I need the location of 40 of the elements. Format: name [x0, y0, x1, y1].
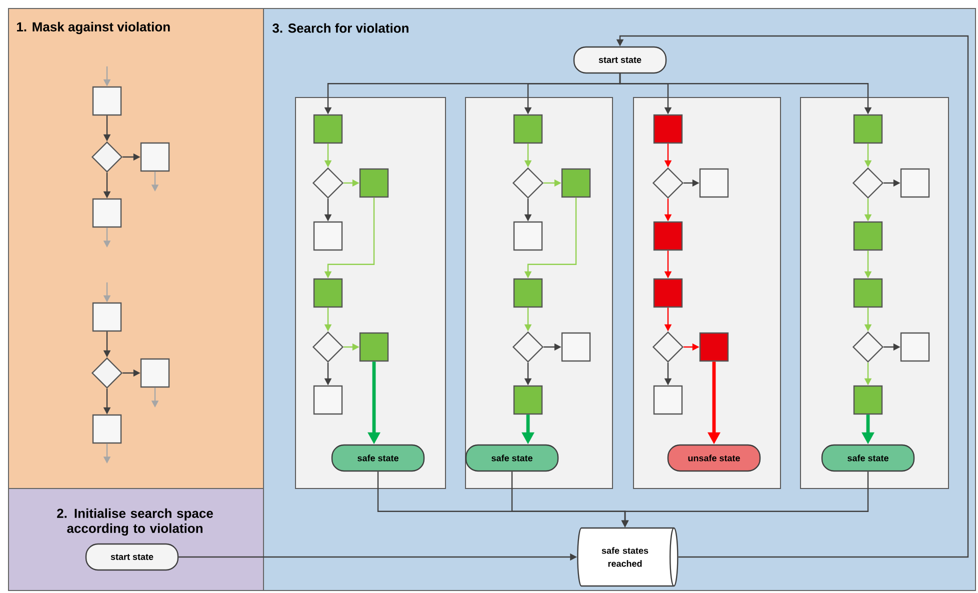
process-box: [900, 168, 930, 198]
process-box: [313, 278, 343, 308]
state-terminal: unsafe state: [667, 444, 761, 472]
process-box: [853, 221, 883, 251]
process-box: [513, 114, 543, 144]
process-box: [699, 168, 729, 198]
process-box: [561, 332, 591, 362]
process-box: [900, 332, 930, 362]
process-box: [653, 385, 683, 415]
panel-heading: 3. Search for violation: [272, 23, 408, 33]
process-box: [513, 278, 543, 308]
process-box: [140, 142, 170, 172]
state-terminal: safe state: [465, 444, 559, 472]
state-terminal: start state: [85, 543, 179, 571]
process-box: [853, 114, 883, 144]
process-box: [653, 221, 683, 251]
process-box: [653, 278, 683, 308]
process-box: [92, 302, 122, 332]
process-box: [513, 221, 543, 251]
process-box: [313, 114, 343, 144]
process-box: [699, 332, 729, 362]
process-box: [561, 168, 591, 198]
process-box: [853, 385, 883, 415]
panel-heading: 1. Mask against violation: [17, 22, 170, 34]
process-box: [92, 414, 122, 444]
process-box: [92, 198, 122, 228]
process-box: [313, 221, 343, 251]
process-box: [359, 168, 389, 198]
state-terminal: safe state: [821, 444, 915, 472]
panel-heading: 2. Initialise search space according to violation: [57, 508, 213, 536]
process-box: [140, 358, 170, 388]
state-terminal: start state: [573, 46, 667, 74]
state-terminal: safe state: [331, 444, 425, 472]
process-box: [513, 385, 543, 415]
storage-cylinder: safe states reached: [577, 527, 678, 587]
process-box: [313, 385, 343, 415]
process-box: [653, 114, 683, 144]
process-box: [92, 86, 122, 116]
process-box: [853, 278, 883, 308]
process-box: [359, 332, 389, 362]
